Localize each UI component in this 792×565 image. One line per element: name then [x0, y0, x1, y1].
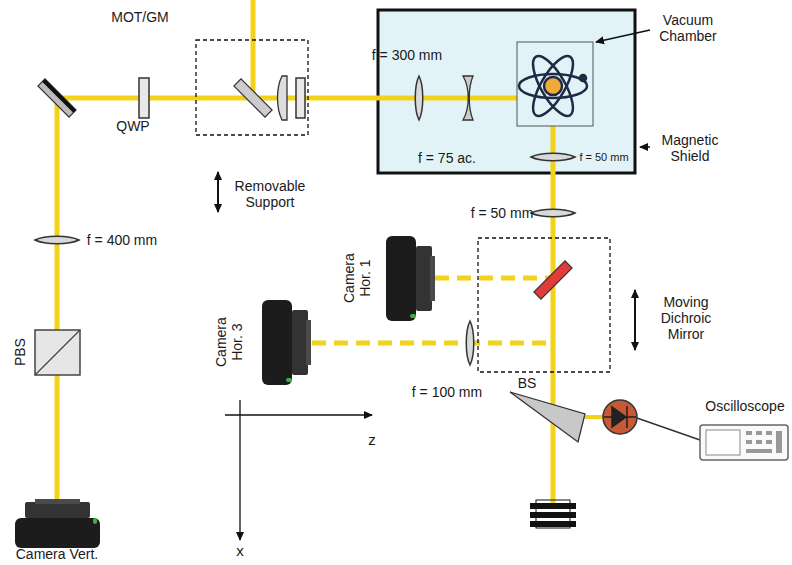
plate-label: QWP [116, 118, 149, 134]
beam-label: MOT/GM [111, 9, 169, 25]
part-label: Magnetic Shield [650, 132, 730, 164]
camera-label: Camera Hor. 1 [341, 246, 373, 310]
part-label: Moving Dichroic Mirror [650, 294, 722, 342]
axis-label: z [368, 431, 376, 448]
part-label: PBS [12, 338, 28, 366]
lens-label: f = 50 mm [579, 151, 628, 164]
lens-label: f = 50 mm [471, 205, 534, 221]
part-label: Removable Support [230, 178, 310, 210]
axis-label: x [236, 542, 244, 559]
camera-label: Camera Vert. [16, 546, 98, 562]
lens-label: f = 400 mm [87, 232, 157, 248]
lens-label: f = 300 mm [372, 47, 442, 63]
instrument-label: Oscilloscope [705, 398, 784, 414]
camera-label: Camera Hor. 3 [213, 310, 245, 374]
lens-label: f = 75 ac. [418, 150, 476, 166]
part-label: BS [518, 375, 537, 391]
lens-label: f = 100 mm [412, 384, 482, 400]
part-label: Vacuum Chamber [648, 12, 728, 44]
